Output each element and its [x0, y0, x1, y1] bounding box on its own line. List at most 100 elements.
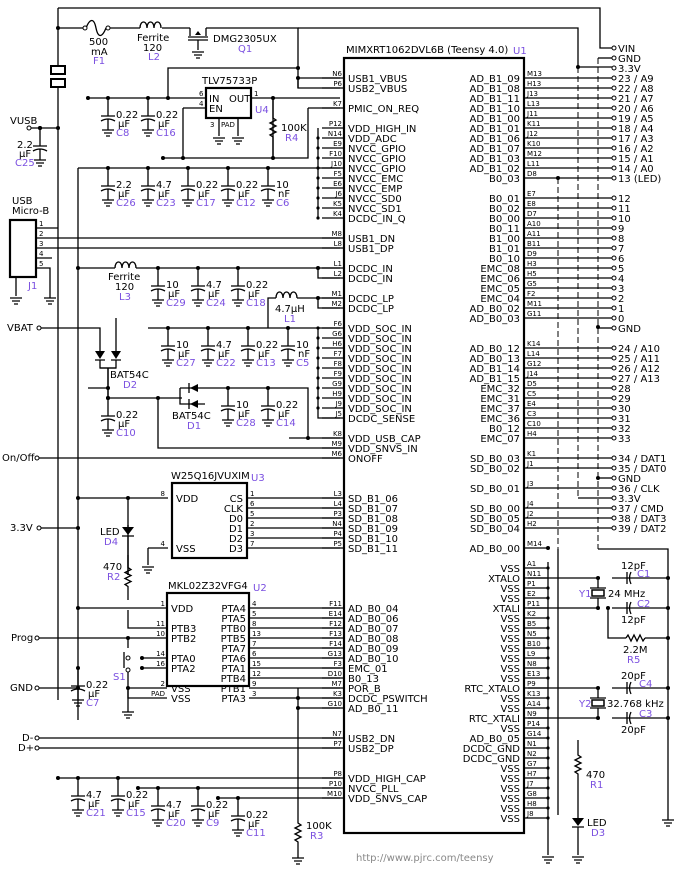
y1-ref: Y1 [578, 589, 591, 600]
cap-value: 0.22 [246, 810, 268, 821]
cap-value: 4.7 [156, 180, 172, 191]
vusb-port[interactable] [26, 125, 32, 131]
io-port[interactable] [611, 365, 617, 371]
io-port[interactable] [611, 95, 617, 101]
io-port[interactable] [611, 295, 617, 301]
io-port[interactable] [611, 275, 617, 281]
pin-number: 2 [250, 520, 254, 528]
pin-name: EMC_36 [480, 414, 520, 425]
pin-name: SD_B1_10 [348, 534, 398, 545]
pin-number: K14 [527, 340, 541, 348]
c2-value: 12pF [621, 615, 646, 626]
io-port[interactable] [611, 225, 617, 231]
pin-name: AD_B1_03 [470, 154, 521, 165]
io-port[interactable] [611, 265, 617, 271]
pin-number: A11 [527, 230, 541, 238]
prog-port[interactable] [34, 635, 40, 641]
io-port[interactable] [611, 155, 617, 161]
io-port[interactable] [611, 135, 617, 141]
cap-ref: C21 [86, 808, 106, 819]
io-port[interactable] [611, 455, 617, 461]
cap-value: 0.22 [126, 790, 148, 801]
io-port[interactable] [611, 425, 617, 431]
gnd-left-port[interactable] [34, 685, 40, 691]
dminus-port[interactable] [34, 735, 40, 741]
io-port[interactable] [611, 355, 617, 361]
io-port[interactable] [611, 305, 617, 311]
pin-number: 13 [252, 630, 261, 638]
io-port[interactable] [611, 85, 617, 91]
dplus-port[interactable] [34, 745, 40, 751]
pin-name: VDD_ADC [348, 134, 397, 145]
io-port[interactable] [611, 205, 617, 211]
io-port[interactable] [611, 375, 617, 381]
pin-name: PTA6 [221, 654, 246, 665]
io-port[interactable] [611, 75, 617, 81]
io-port[interactable] [611, 215, 617, 221]
io-port[interactable] [611, 385, 617, 391]
pin-number: 12 [252, 670, 261, 678]
io-port[interactable] [611, 395, 617, 401]
cap-unit: µF [278, 409, 290, 420]
io-port[interactable] [611, 315, 617, 321]
io-port[interactable] [611, 285, 617, 291]
io-port[interactable] [611, 145, 617, 151]
onoff-label: On/Off [2, 453, 35, 464]
v33-left-port[interactable] [36, 525, 42, 531]
io-port[interactable] [611, 235, 617, 241]
io-port[interactable] [611, 505, 617, 511]
io-port[interactable] [611, 405, 617, 411]
gnd-port[interactable] [611, 55, 617, 61]
pin-name: B0_12 [489, 424, 520, 435]
io-port[interactable] [611, 435, 617, 441]
io-port[interactable] [611, 175, 617, 181]
pin-number: PAD [151, 690, 165, 698]
gnd-port-3[interactable] [611, 475, 617, 481]
c3-ref: C3 [639, 709, 652, 720]
pin-number: J6 [334, 190, 342, 198]
u2-body [165, 591, 251, 688]
gnd-right-rail [598, 548, 669, 820]
io-port[interactable] [611, 255, 617, 261]
pin-number: J4 [526, 500, 534, 508]
res-value: 470 [103, 562, 122, 573]
cap-value: 0.22 [156, 110, 178, 121]
d3-ref: D3 [591, 828, 605, 839]
vin-port[interactable] [611, 45, 617, 51]
io-port[interactable] [611, 485, 617, 491]
io-port[interactable] [611, 525, 617, 531]
io-port[interactable] [611, 105, 617, 111]
onoff-port[interactable] [34, 455, 40, 461]
pushbutton-s1[interactable]: S1 [113, 652, 131, 683]
io-port[interactable] [611, 515, 617, 521]
v33-port[interactable] [611, 65, 617, 71]
io-port[interactable] [611, 415, 617, 421]
switch-contact [125, 655, 131, 661]
pin-number: 14 [156, 650, 165, 658]
pin-name: AD_B1_07 [470, 144, 521, 155]
vbat-port[interactable] [36, 325, 42, 331]
io-port[interactable] [611, 245, 617, 251]
v33-port-2[interactable] [611, 495, 617, 501]
pin-number: J13 [526, 90, 538, 98]
pin-number: H4 [527, 430, 537, 438]
gnd-port-2[interactable] [611, 325, 617, 331]
vbat-label: VBAT [7, 323, 34, 334]
pin-name: AD_B0_10 [348, 654, 399, 665]
pin-name: SD_B0_05 [470, 514, 520, 525]
pin-number: K2 [527, 610, 536, 618]
pin-name: VDD_SOC_IN [348, 394, 412, 405]
io-port[interactable] [611, 165, 617, 171]
io-port[interactable] [611, 195, 617, 201]
pin-name: USB1_DP [348, 244, 394, 255]
io-port[interactable] [611, 345, 617, 351]
io-port[interactable] [611, 115, 617, 121]
j1-pin-number: 4 [39, 250, 44, 258]
io-port[interactable] [611, 465, 617, 471]
io-port[interactable] [611, 125, 617, 131]
